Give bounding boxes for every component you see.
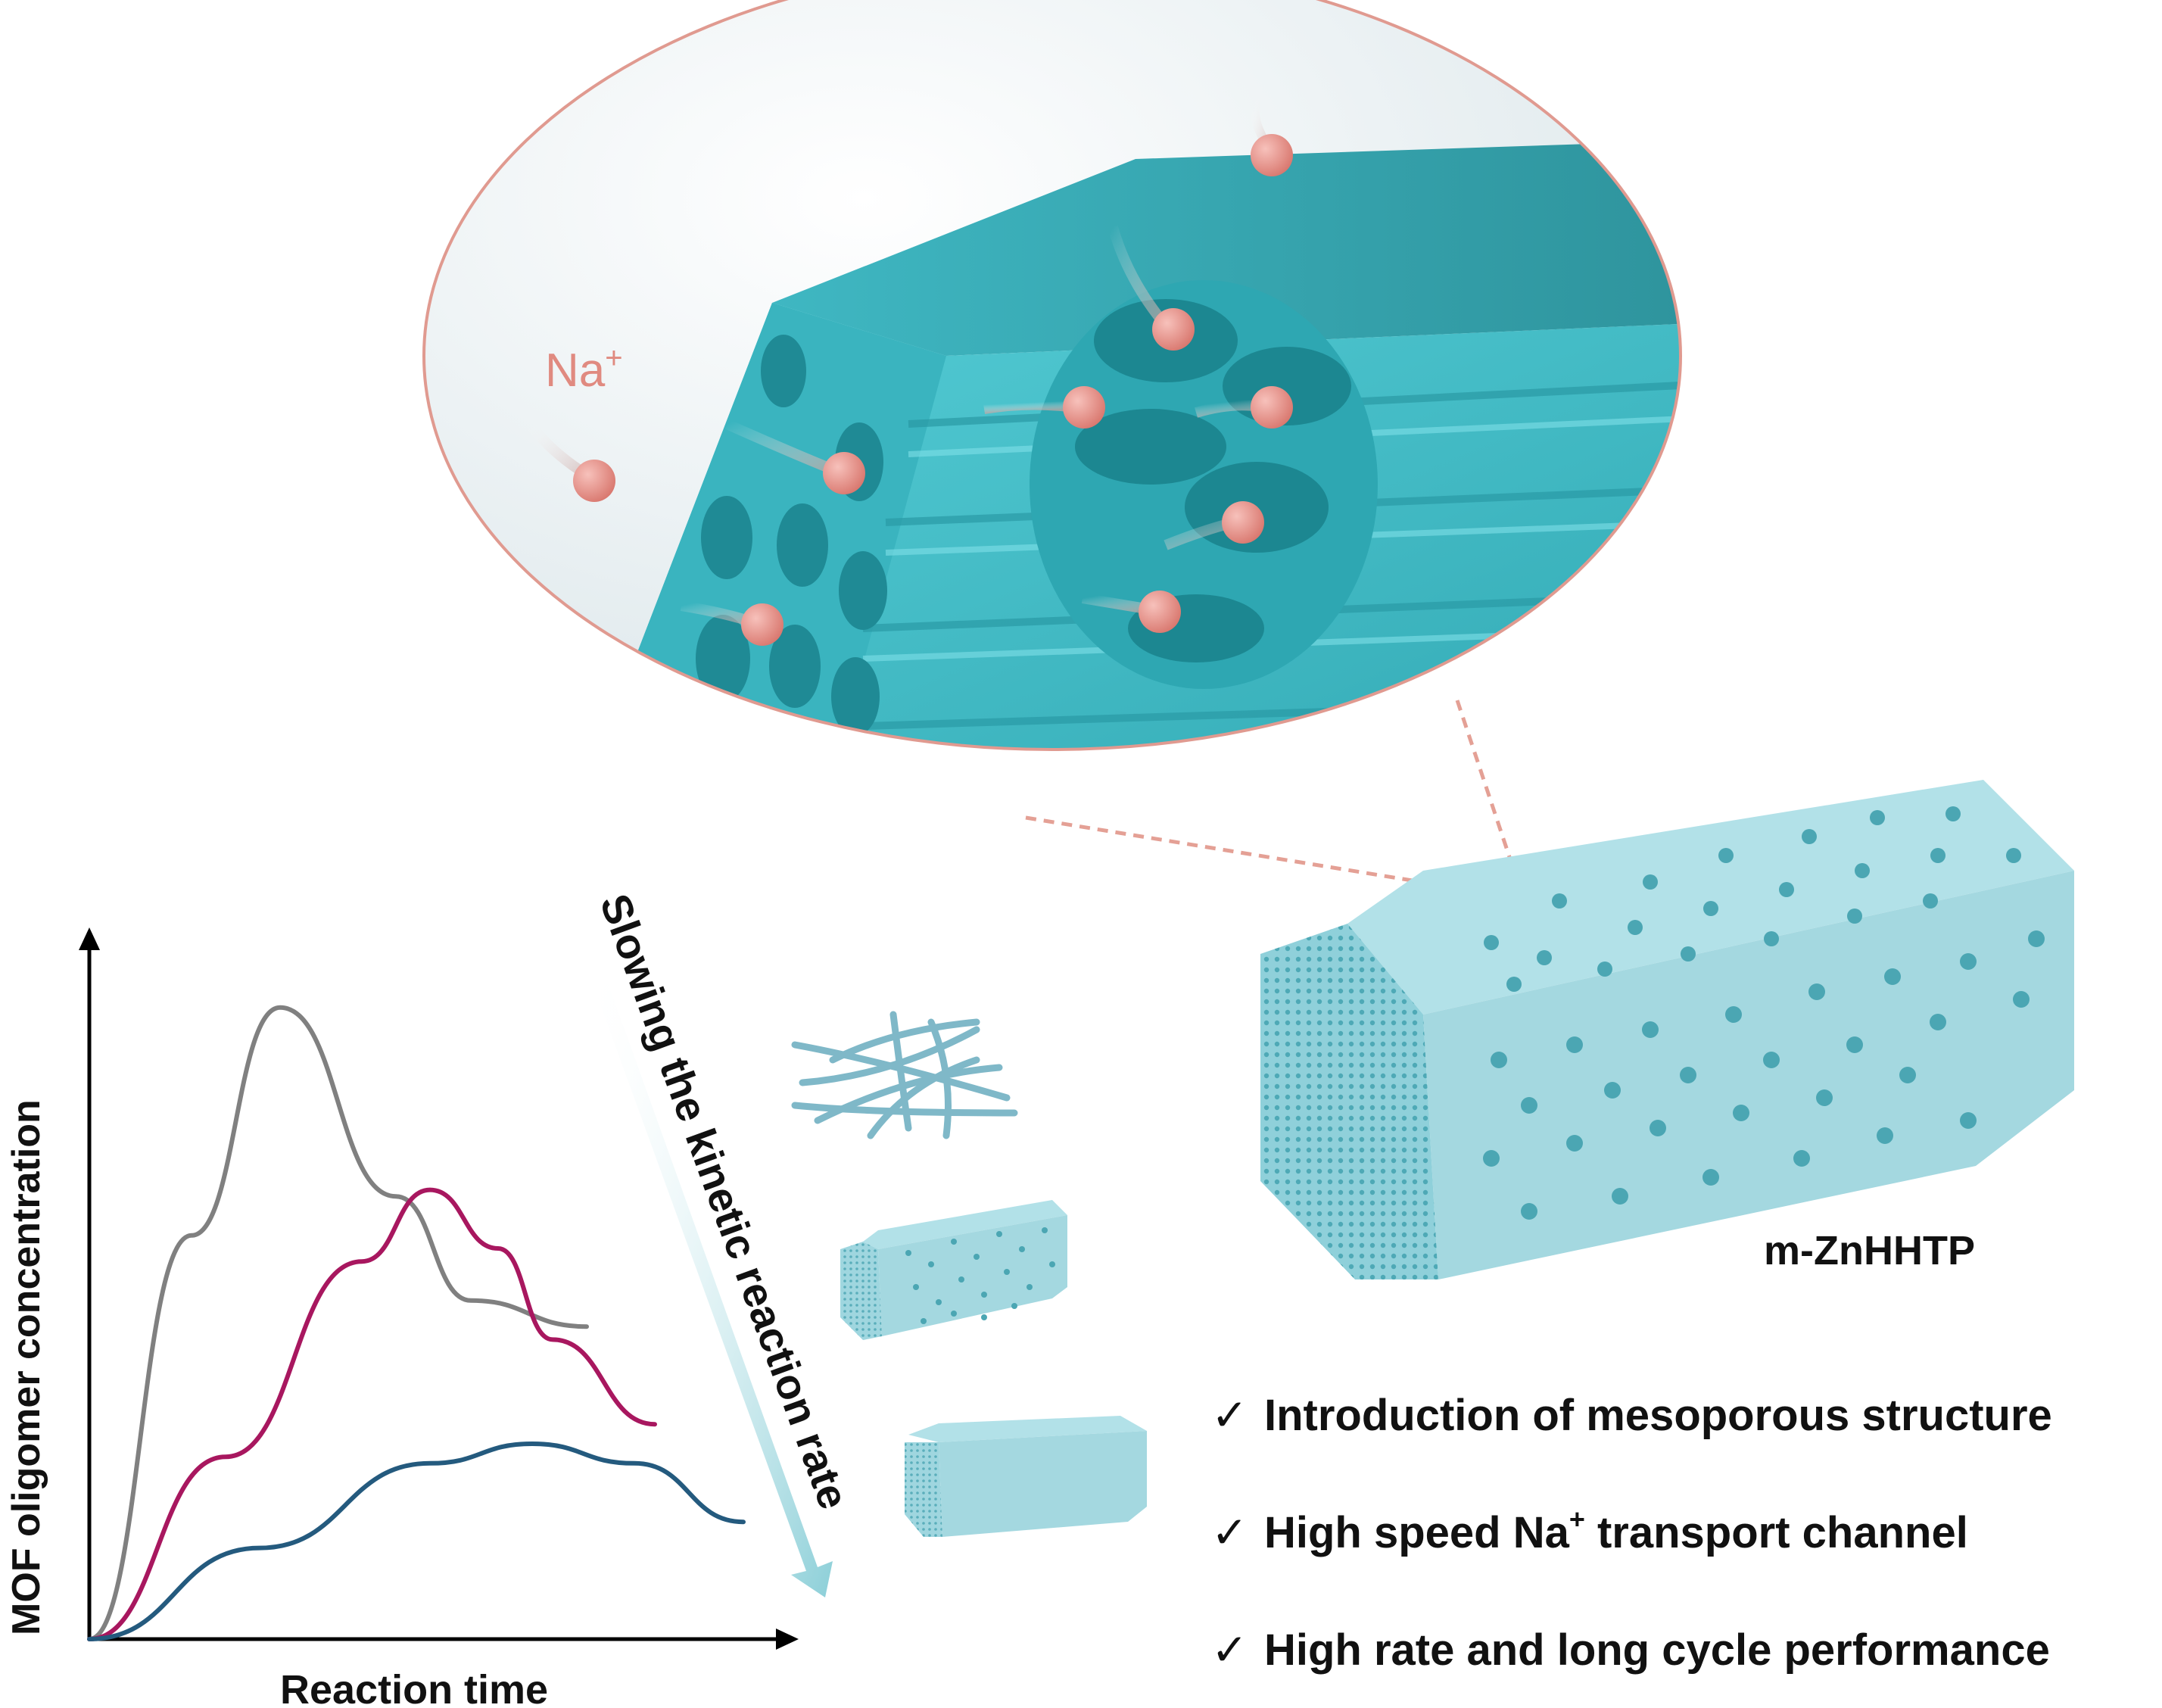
checkmark-icon: ✓	[1211, 1625, 1248, 1675]
sodium-ion	[1251, 386, 1293, 429]
m-znhhtp-prism: m-ZnHHTP	[1260, 780, 2074, 1279]
sodium-ion	[1063, 386, 1105, 429]
small-mesoporous-prism	[840, 1200, 1067, 1340]
sodium-ion	[823, 452, 865, 494]
sodium-ion	[573, 460, 615, 502]
y-axis-label: MOF oligomer concentration	[5, 1099, 48, 1635]
checklist-item-text: High rate and long cycle performance	[1264, 1625, 2050, 1675]
prism-side-face	[1423, 871, 2074, 1279]
sodium-ion	[1139, 591, 1181, 633]
framework-top-face	[772, 136, 1681, 356]
x-axis-label: Reaction time	[280, 1667, 548, 1708]
prism-end-face	[1260, 924, 1438, 1279]
front-pores	[631, 335, 887, 750]
checklist-item-text: High speed Na	[1264, 1508, 1569, 1557]
curve-series-3	[87, 1441, 746, 1641]
checkmark-icon: ✓	[1211, 1391, 1248, 1440]
concentration-graph: MOF oligomer concentration Reaction time	[5, 927, 799, 1708]
checklist-item: ✓ Introduction of mesoporous structure	[1211, 1389, 2052, 1441]
checklist-item: ✓ High speed Na+ transport channel	[1211, 1503, 1968, 1558]
sodium-ion	[741, 603, 783, 646]
sodium-ion-label: Na+	[545, 341, 623, 397]
nanowire-bundle	[791, 1011, 1018, 1139]
x-axis-arrowhead	[776, 1629, 799, 1650]
prism-top-face	[1347, 780, 2074, 1015]
checklist-item-text-tail: transport channel	[1584, 1508, 1968, 1557]
zoom-ellipse-border	[422, 0, 1682, 751]
product-label: m-ZnHHTP	[1764, 1228, 1975, 1273]
prism-pores	[1483, 806, 2045, 1220]
sodium-ion	[1152, 308, 1195, 351]
sodium-ion	[1222, 501, 1264, 544]
kinetic-arrow: Slowing the kinetic reaction rate	[583, 888, 858, 1597]
curve-series-2	[87, 1187, 657, 1641]
mesopore-cavity	[1030, 280, 1378, 689]
checkmark-icon: ✓	[1211, 1508, 1248, 1557]
checklist-item-superscript: +	[1569, 1503, 1585, 1535]
y-axis-arrowhead	[79, 927, 100, 950]
checklist-item: ✓ High rate and long cycle performance	[1211, 1624, 2050, 1675]
zoom-ellipse-group: Na+	[422, 0, 1682, 751]
kinetic-arrow-label: Slowing the kinetic reaction rate	[591, 888, 858, 1516]
checklist-item-text: Introduction of mesoporous structure	[1264, 1391, 2052, 1440]
sodium-ions	[525, 97, 1293, 646]
sodium-ion	[1251, 134, 1293, 176]
curve-series-1	[87, 1005, 589, 1641]
small-dense-prism	[905, 1416, 1147, 1537]
